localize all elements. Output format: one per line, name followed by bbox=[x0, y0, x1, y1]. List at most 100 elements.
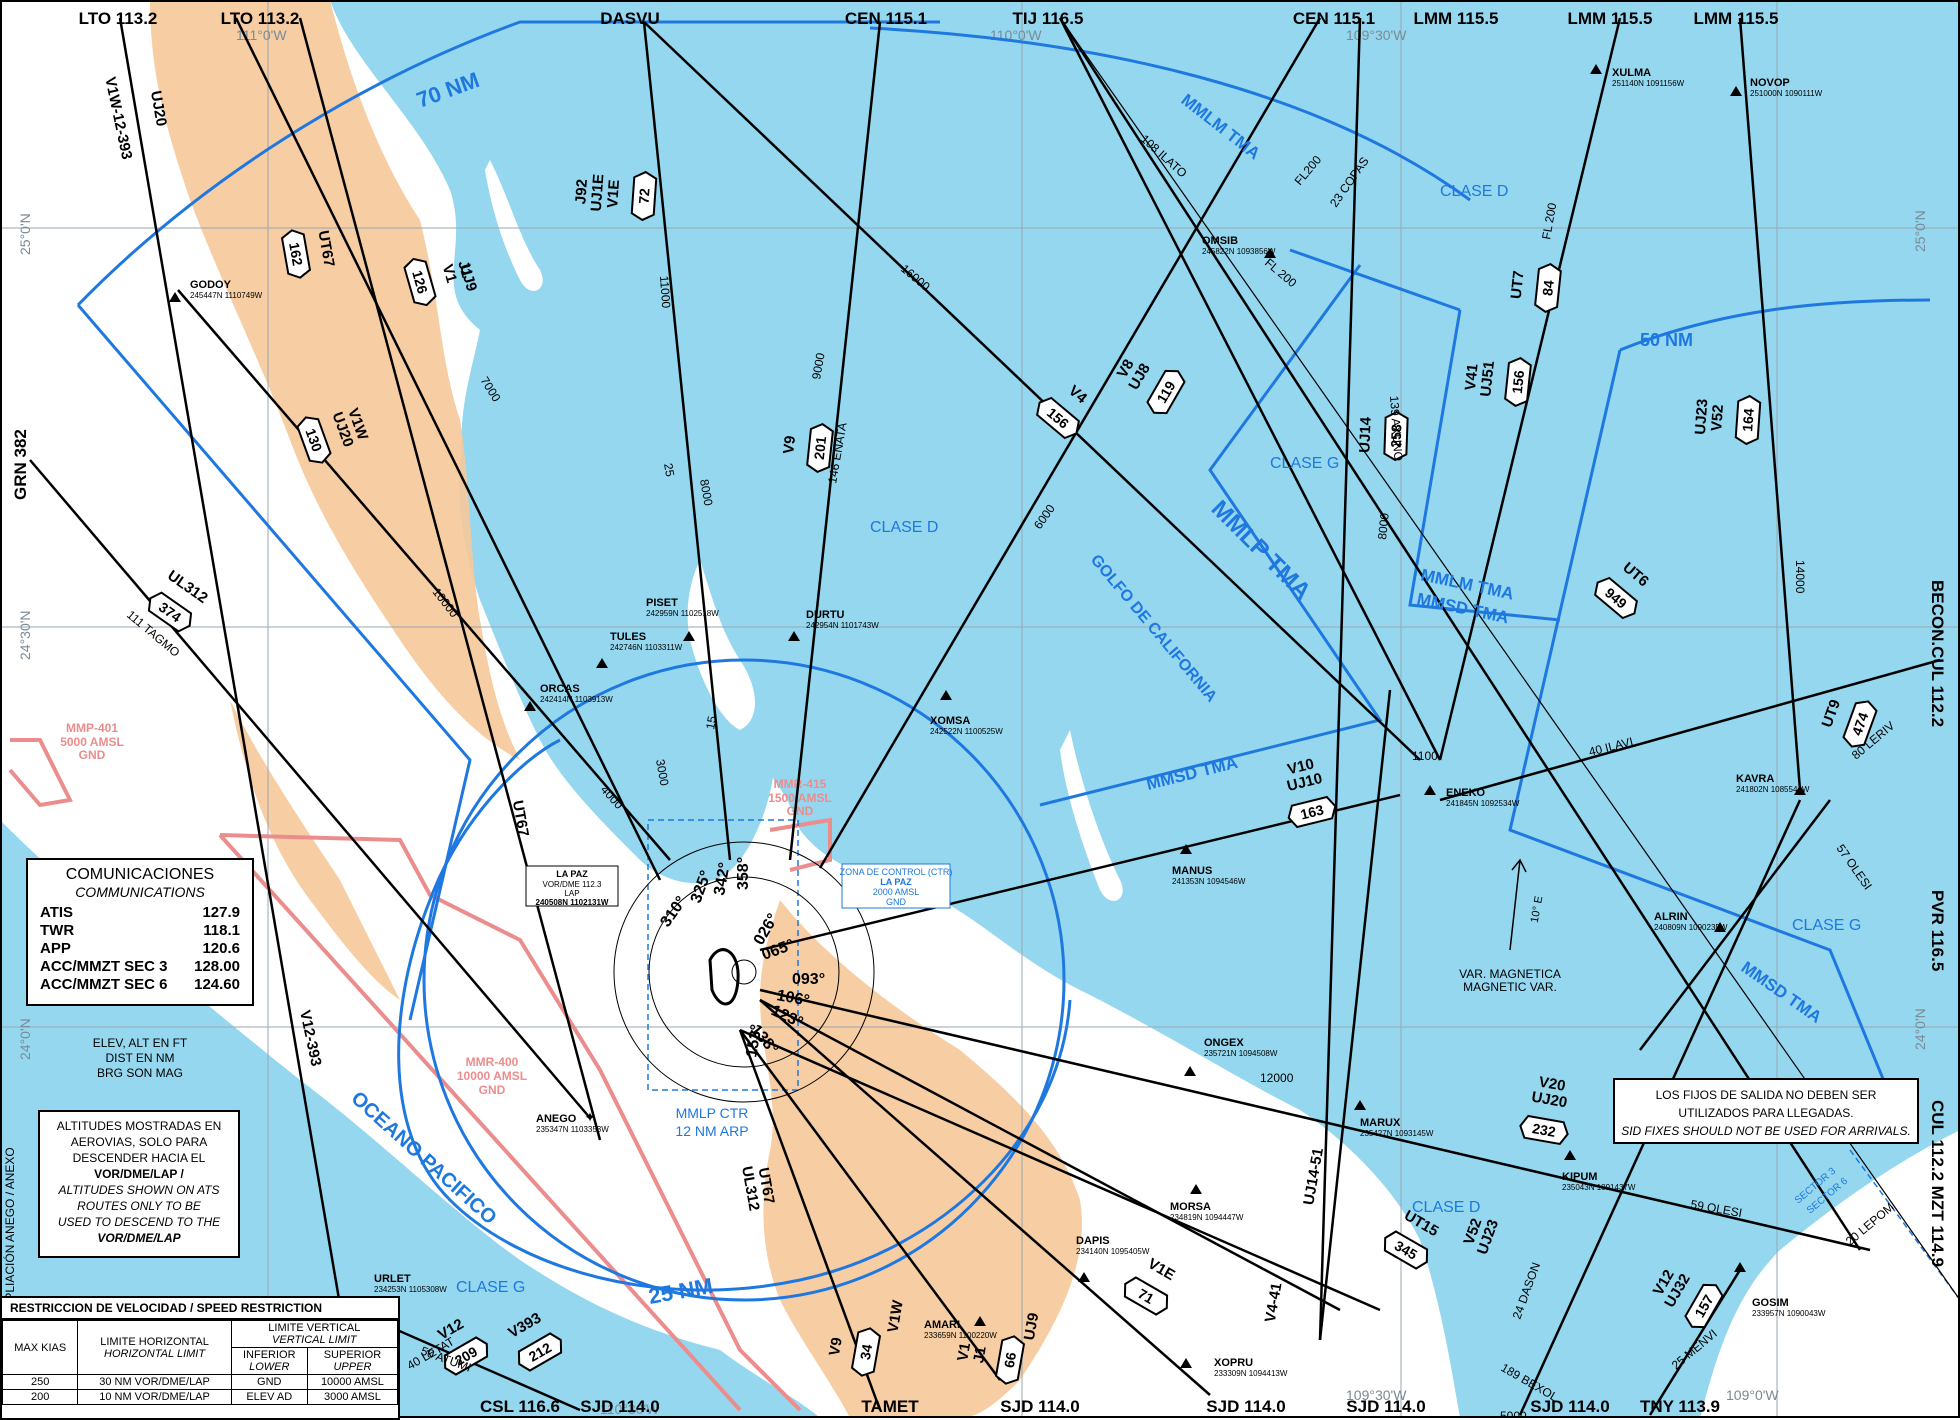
navaid-label: CEN 115.1 bbox=[1293, 9, 1375, 28]
restricted-label: GND bbox=[787, 804, 814, 818]
airway-ut9 bbox=[1439, 658, 1941, 802]
navaid-label: TIJ 116.5 bbox=[1013, 9, 1084, 28]
speed-restriction-table: RESTRICCION DE VELOCIDAD / SPEED RESTRIC… bbox=[0, 1296, 400, 1420]
restricted-label: 1500 AMSL bbox=[768, 791, 832, 805]
navaid-label: SJD 114.0 bbox=[580, 1397, 659, 1416]
alt-note-line: ROUTES ONLY TO BE bbox=[77, 1199, 201, 1213]
airway-ut15 bbox=[759, 998, 1341, 1312]
elev-note-line: DIST EN NM bbox=[105, 1051, 175, 1065]
navaid-label: SJD 114.0 bbox=[1530, 1397, 1609, 1416]
airway-j1-south bbox=[738, 1029, 1002, 1381]
airway-badge-name: UJ20 bbox=[147, 89, 170, 127]
airway-badge-name: V9 bbox=[826, 1336, 846, 1357]
svg-text:XOPRU: XOPRU bbox=[1214, 1357, 1253, 1369]
lon-label: 111°0'W bbox=[236, 27, 287, 43]
navaid-label: BECON.CUL 112.2 bbox=[1928, 580, 1947, 727]
restricted-label: GND bbox=[79, 748, 106, 762]
airway-badge-hexagon bbox=[147, 591, 193, 633]
speed-header-text: INFERIOR bbox=[242, 1349, 296, 1361]
airspace-label: CLASE G bbox=[456, 1279, 525, 1296]
airway-badge: V4-41 bbox=[1262, 1281, 1286, 1323]
mag-var-label: VAR. MAGNETICA bbox=[1459, 967, 1561, 981]
airway-badge-name: UT67 bbox=[509, 799, 532, 838]
navaid-label: CSL 116.6 bbox=[480, 1397, 560, 1416]
speed-header-text: SUPERIOR bbox=[323, 1349, 382, 1361]
ctr-label: MMLP CTR bbox=[676, 1105, 749, 1121]
lat-label: 24°0'N bbox=[1912, 1008, 1928, 1050]
restricted-label: MMR-415 bbox=[774, 777, 827, 791]
svg-text:235043N 1091437W: 235043N 1091437W bbox=[1562, 1183, 1636, 1192]
restricted-area-mmr400-west bbox=[218, 833, 742, 1412]
mmlm-tma-boundary bbox=[1408, 309, 1561, 622]
restricted-area-mmr415 bbox=[769, 817, 832, 872]
svg-text:242959N 1102518W: 242959N 1102518W bbox=[646, 609, 719, 618]
svg-text:MORSA: MORSA bbox=[1170, 1201, 1211, 1213]
airway-badge-name: UJ23 bbox=[1692, 398, 1711, 435]
airway-badge-hexagon bbox=[1684, 1283, 1724, 1329]
tma-70nm-west bbox=[76, 304, 472, 1021]
alt-note-line: ALTITUDES SHOWN ON ATS bbox=[58, 1183, 220, 1197]
navaid-label: PVR 116.5 bbox=[1928, 890, 1947, 971]
comm-freq: 124.60 bbox=[194, 976, 240, 993]
svg-text:251000N 1090111W: 251000N 1090111W bbox=[1750, 89, 1823, 98]
svg-text:245447N 1110749W: 245447N 1110749W bbox=[190, 291, 263, 300]
svg-text:241802N 1085544W: 241802N 1085544W bbox=[1736, 785, 1810, 794]
sid-note-line: SID FIXES SHOULD NOT BE USED FOR ARRIVAL… bbox=[1621, 1124, 1911, 1138]
lon-label: 109°30'W bbox=[1346, 1387, 1407, 1403]
airway-badge-name: UJ9 bbox=[456, 262, 480, 293]
segment-label: 139 AXUNO bbox=[1387, 395, 1406, 461]
airway-badge-name: V9 bbox=[780, 435, 799, 455]
airway-badge-number: 474 bbox=[1848, 710, 1871, 738]
sector-boundary bbox=[1849, 1149, 1960, 1301]
svg-text:ORCAS: ORCAS bbox=[540, 683, 580, 695]
segment-label: 8000 bbox=[1375, 512, 1392, 540]
svg-text:242414N 1103913W: 242414N 1103913W bbox=[540, 695, 613, 704]
svg-text:MANUS: MANUS bbox=[1172, 865, 1212, 877]
segment-label: 14000 bbox=[1793, 560, 1807, 594]
svg-text:GODOY: GODOY bbox=[190, 279, 232, 291]
speed-row: 250 30 NM VOR/DME/LAP GND 10000 AMSL bbox=[1, 1374, 399, 1390]
svg-text:ONGEX: ONGEX bbox=[1204, 1037, 1244, 1049]
airway-badge-hexagon bbox=[280, 229, 312, 279]
segment-label: FL 200 bbox=[1539, 201, 1559, 240]
speed-cell: 250 bbox=[1, 1374, 79, 1390]
svg-text:XOMSA: XOMSA bbox=[930, 715, 970, 727]
airway-badge-name: UJ51 bbox=[1477, 360, 1498, 397]
airway-badge-name: UJ9 bbox=[1021, 1311, 1043, 1341]
ctr-box-text: GND bbox=[886, 897, 907, 907]
mmlp-tma-boundary bbox=[1039, 264, 1383, 807]
airway-v1w bbox=[118, 17, 342, 1306]
navaid-label: TAMET bbox=[861, 1397, 919, 1416]
navaid-label: DASVU bbox=[600, 9, 660, 28]
segment-label: 12000 bbox=[1260, 1071, 1294, 1085]
navaid-label: LTO 113.2 bbox=[79, 9, 158, 28]
lon-label: 110°30'W bbox=[600, 1401, 660, 1417]
navaid-label: LMM 115.5 bbox=[1567, 9, 1652, 28]
airway-badge-hexagon bbox=[1534, 262, 1562, 314]
speed-cell: 30 NM VOR/DME/LAP bbox=[77, 1374, 232, 1390]
speed-header-text: UPPER bbox=[333, 1361, 372, 1373]
airway-badge-hexagon bbox=[517, 1332, 563, 1372]
svg-text:251140N 1091156W: 251140N 1091156W bbox=[1612, 79, 1685, 88]
speed-title: RESTRICCION DE VELOCIDAD / SPEED RESTRIC… bbox=[2, 1298, 398, 1320]
altitude-note: ALTITUDES MOSTRADAS EN AEROVIAS, SOLO PA… bbox=[38, 1110, 240, 1258]
airway-ut67 bbox=[234, 17, 662, 881]
mmlm-tma-inner bbox=[1289, 248, 1461, 312]
bearing-label: 106° bbox=[775, 987, 811, 1009]
svg-text:✦: ✦ bbox=[584, 1109, 596, 1125]
lat-label: 25°0'N bbox=[17, 213, 33, 255]
airway-badge-name: V52 bbox=[1708, 404, 1727, 432]
ctr-boundary bbox=[647, 819, 799, 1091]
